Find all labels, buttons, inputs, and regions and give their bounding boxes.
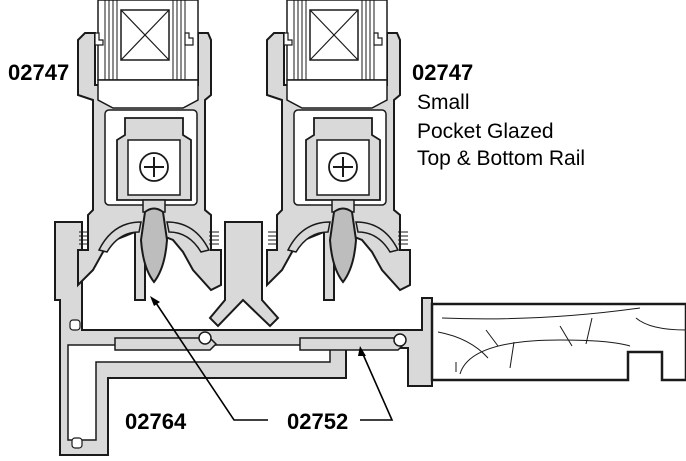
sash-right	[266, 0, 411, 301]
code-label-bottom-left: 02764	[125, 409, 187, 434]
code-label-top-right: 02747	[412, 60, 474, 85]
description-line-2: Pocket Glazed	[417, 120, 554, 143]
wood-grain	[437, 307, 686, 375]
description-line-1: Small	[417, 91, 470, 114]
timber-board	[430, 302, 686, 382]
leader-lines	[153, 299, 394, 421]
outer-frame	[54, 221, 433, 456]
description-line-3: Top & Bottom Rail	[417, 147, 586, 170]
code-label-top-left: 02747	[8, 60, 70, 85]
sash-left	[77, 0, 222, 301]
code-label-bottom-center: 02752	[287, 409, 349, 434]
